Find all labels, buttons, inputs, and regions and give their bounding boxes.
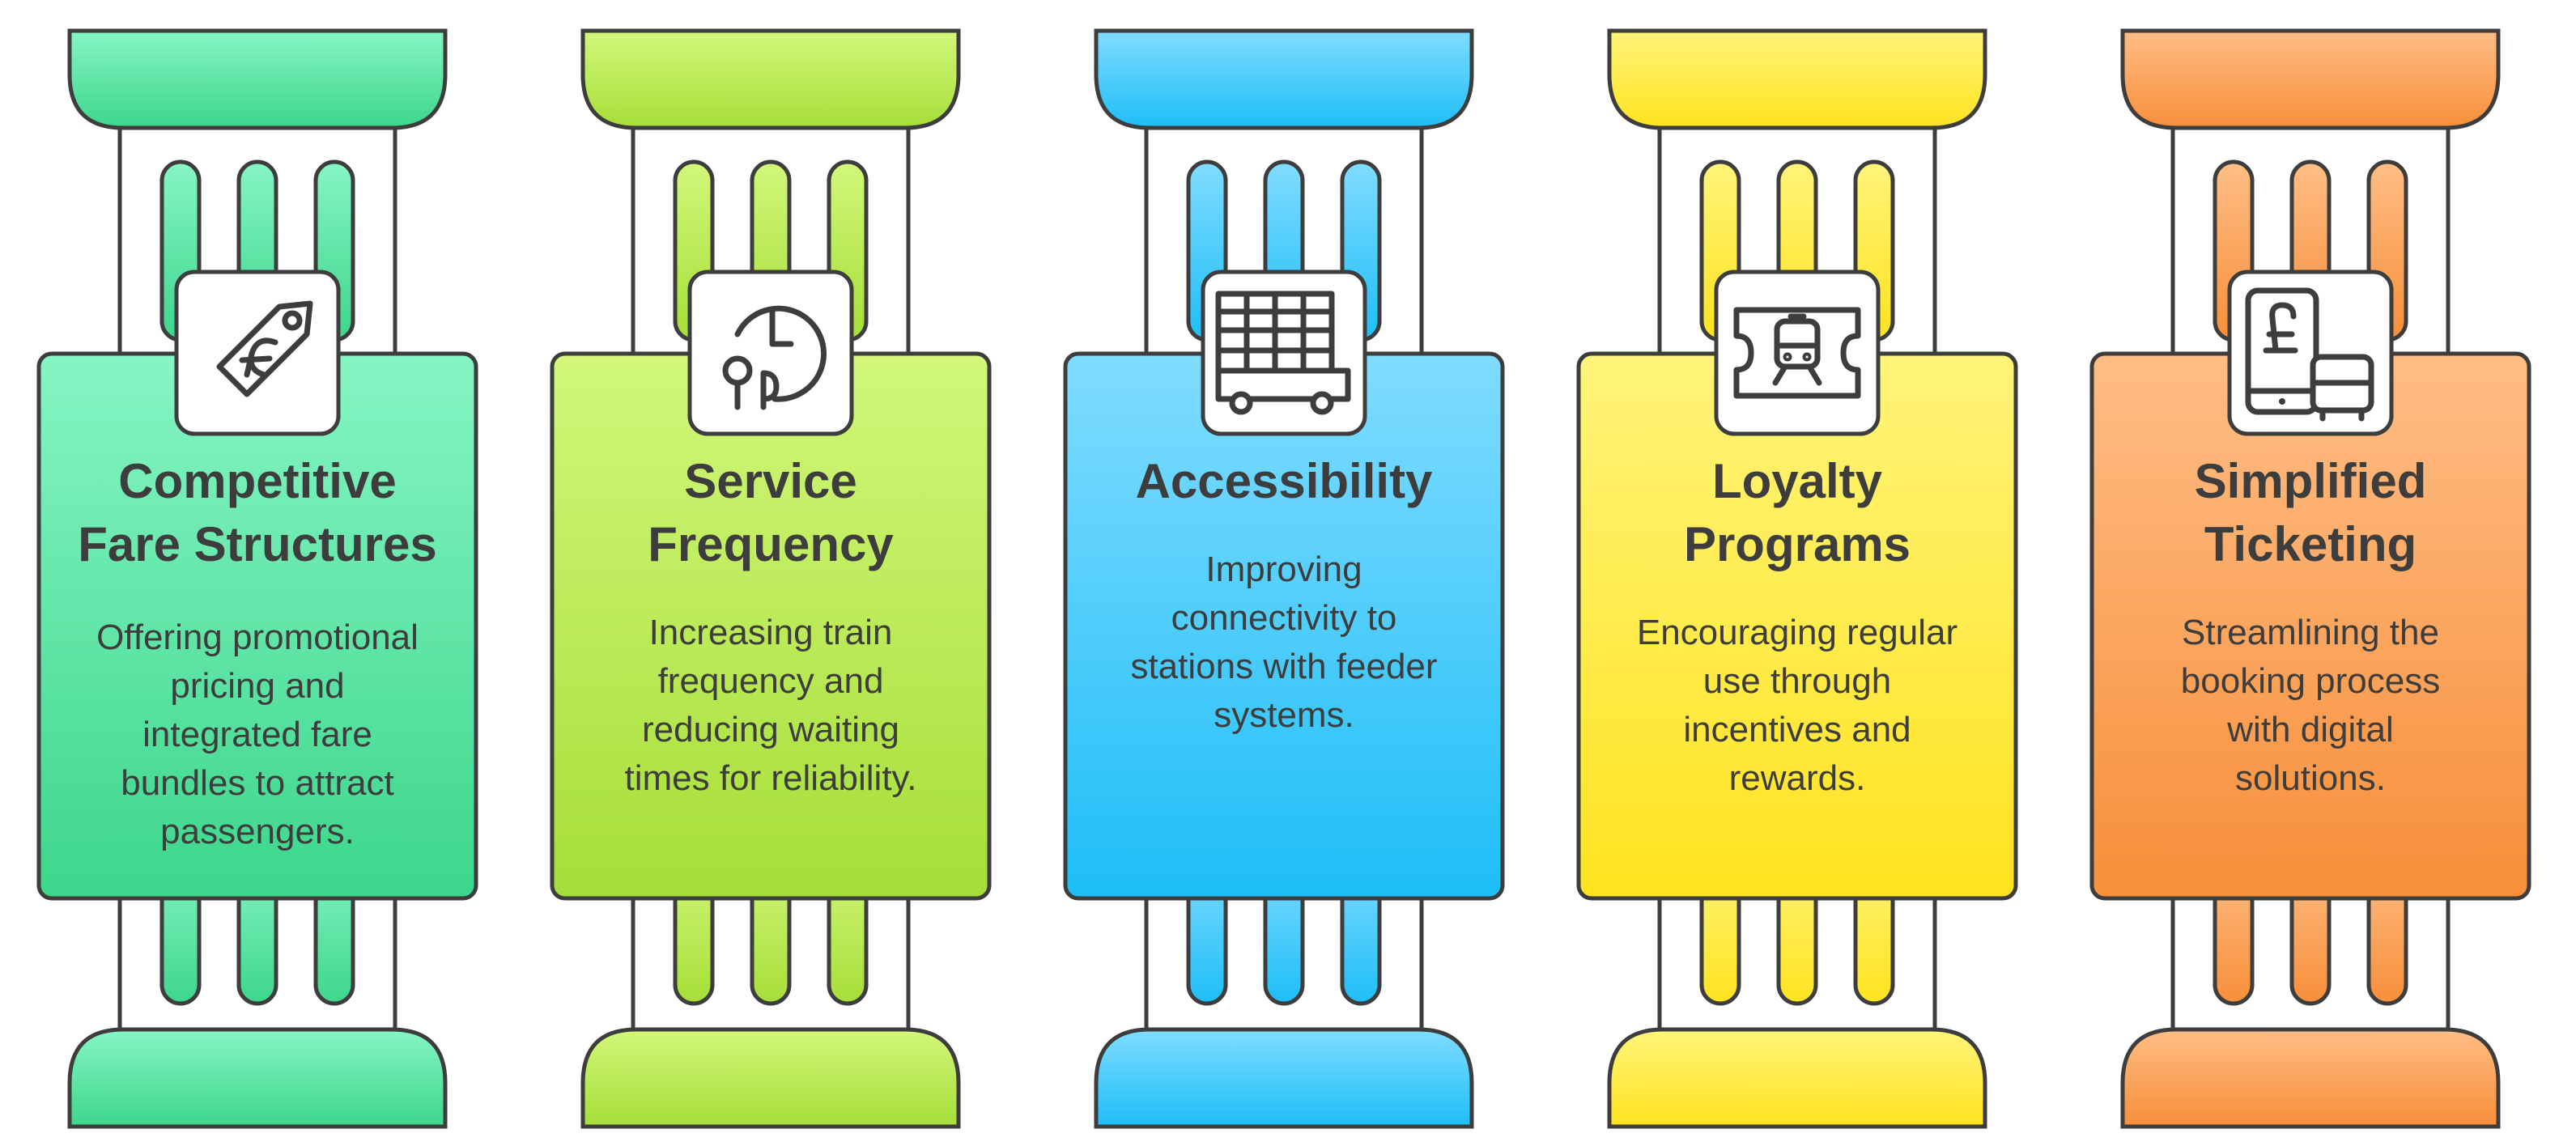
icon-badge (687, 270, 854, 436)
desc-line: frequency and (657, 661, 884, 701)
desc-line: Improving (1205, 550, 1362, 589)
icon-badge (1201, 270, 1367, 436)
pillar-description: Increasing train frequency and reducing … (568, 609, 973, 803)
desc-line: integrated fare (142, 715, 372, 754)
desc-line: solutions. (2235, 758, 2386, 798)
title-line: Simplified (2194, 454, 2427, 508)
desc-line: pricing and (170, 666, 345, 706)
desc-line: Increasing train (648, 613, 893, 652)
title-line: Fare Structures (78, 517, 437, 571)
desc-line: incentives and (1683, 710, 1911, 749)
pillar-loyalty-programs: Loyalty Programs Encouraging regular use… (1571, 0, 2024, 1146)
desc-line: rewards. (1728, 758, 1866, 798)
pillar-title: Service Frequency (560, 450, 981, 576)
title-line: Loyalty (1711, 454, 1883, 508)
desc-line: Offering promotional (96, 618, 419, 657)
desc-line: passengers. (160, 812, 355, 851)
icon-badge (2227, 270, 2394, 436)
desc-line: with digital (2227, 710, 2394, 749)
desc-line: use through (1702, 661, 1892, 701)
pillar-accessibility: Accessibility Improving connectivity to … (1057, 0, 1511, 1146)
title-line: Accessibility (1135, 454, 1433, 508)
pillar-service-frequency: Service Frequency Increasing train frequ… (544, 0, 997, 1146)
pillar-title: Simplified Ticketing (2100, 450, 2521, 576)
pillar-title: Loyalty Programs (1587, 450, 2008, 576)
desc-line: reducing waiting (642, 710, 899, 749)
title-line: Competitive (118, 454, 397, 508)
pillar-shape (1576, 28, 2018, 1129)
icon-badge (174, 270, 341, 436)
title-line: Frequency (648, 517, 894, 571)
price-tag-icon (174, 270, 341, 436)
pillar-description: Encouraging regular use through incentiv… (1595, 609, 2000, 803)
pillar-shape (1063, 28, 1505, 1129)
desc-line: times for reliability. (624, 758, 917, 798)
desc-line: connectivity to (1171, 598, 1397, 638)
desc-line: stations with feeder (1130, 647, 1438, 686)
pillar-description: Offering promotional pricing and integra… (55, 613, 460, 856)
bus-icon (1201, 270, 1367, 436)
pillar-competitive-fare: Competitive Fare Structures Offering pro… (31, 0, 484, 1146)
title-line: Ticketing (2204, 517, 2417, 571)
pillar-shape (2089, 28, 2531, 1129)
title-line: Programs (1683, 517, 1911, 571)
title-line: Service (684, 454, 857, 508)
pillar-description: Improving connectivity to stations with … (1082, 545, 1486, 740)
desc-line: Streamlining the (2182, 613, 2439, 652)
pillar-simplified-ticketing: Simplified Ticketing Streamlining the bo… (2084, 0, 2537, 1146)
pillar-title: Competitive Fare Structures (47, 450, 468, 576)
pillar-title: Accessibility (1073, 450, 1494, 513)
desc-line: bundles to attract (121, 763, 394, 803)
phone-pound-bus-icon (2227, 270, 2394, 436)
icon-badge (1714, 270, 1881, 436)
desc-line: Encouraging regular (1636, 613, 1958, 652)
desc-line: booking process (2180, 661, 2441, 701)
train-ticket-icon (1714, 270, 1881, 436)
pillar-description: Streamlining the booking process with di… (2108, 609, 2513, 803)
clock-with-pins-icon (687, 270, 854, 436)
desc-line: systems. (1214, 695, 1354, 735)
